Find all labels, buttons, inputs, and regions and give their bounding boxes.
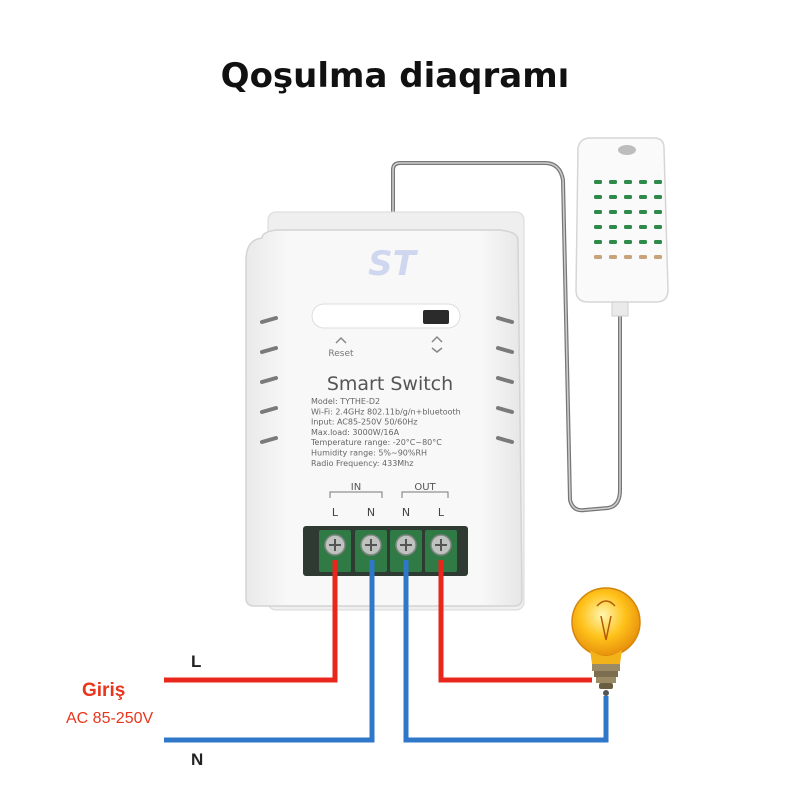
vent-slot xyxy=(260,346,278,354)
sensor-vent-hole xyxy=(654,255,662,259)
screw-slot xyxy=(329,539,341,551)
spec-line: Model: TYTHE-D2 xyxy=(311,397,380,406)
sensor-vent-hole xyxy=(639,180,647,184)
screw-slot xyxy=(435,539,447,551)
sensor-vent-hole xyxy=(654,240,662,244)
terminal-group-out: OUT xyxy=(414,482,436,493)
sensor-vent-hole xyxy=(639,195,647,199)
vent-slot xyxy=(496,316,514,324)
sensor-vent-hole xyxy=(639,240,647,244)
device-vent-slots xyxy=(260,316,514,444)
sensor-vent-hole xyxy=(654,195,662,199)
terminal-label: N xyxy=(402,506,410,519)
sensor-vent-hole xyxy=(594,195,602,199)
device-name: Smart Switch xyxy=(327,373,453,395)
line-wire-label: L xyxy=(191,652,202,671)
terminal-label: L xyxy=(438,506,445,519)
sensor-vent-hole xyxy=(639,255,647,259)
light-bulb-icon xyxy=(571,587,641,696)
brand-watermark: ST xyxy=(368,244,418,284)
neutral-wire-output xyxy=(403,560,609,743)
neutral-wire-label: N xyxy=(191,750,204,769)
sensor-vent-hole xyxy=(624,195,632,199)
vent-slot xyxy=(260,376,278,384)
temperature-humidity-sensor xyxy=(575,137,669,317)
vent-slot xyxy=(496,346,514,354)
screw-slot xyxy=(400,539,412,551)
spec-line: Temperature range: -20°C~80°C xyxy=(310,438,442,447)
sensor-vent-hole xyxy=(624,180,632,184)
spec-line: Humidity range: 5%~90%RH xyxy=(311,449,427,458)
sensor-vent-hole xyxy=(624,225,632,229)
wifi-pairing-icon xyxy=(431,335,443,353)
sensor-vent-hole xyxy=(609,180,617,184)
vent-slot xyxy=(496,436,514,444)
line-wire-input xyxy=(164,560,338,683)
sensor-vent-hole xyxy=(609,255,617,259)
sensor-vent-hole xyxy=(624,210,632,214)
terminal-group-in: IN xyxy=(351,482,361,493)
line-wire-output xyxy=(438,560,592,683)
sensor-vent-hole xyxy=(609,240,617,244)
sensor-vent-hole xyxy=(624,240,632,244)
svg-text:Reset: Reset xyxy=(328,349,354,359)
sensor-vent-hole xyxy=(654,210,662,214)
vent-slot xyxy=(260,406,278,414)
page-title: Qoşulma diaqramı xyxy=(220,56,570,96)
sensor-vent-hole xyxy=(654,225,662,229)
sensor-vent-hole xyxy=(624,255,632,259)
spec-line: Radio Frequency: 433Mhz xyxy=(311,459,413,468)
sensor-vent-hole xyxy=(654,180,662,184)
sensor-vent-hole xyxy=(594,255,602,259)
input-title: Giriş xyxy=(82,680,126,701)
sensor-vent-hole xyxy=(609,210,617,214)
terminal-label: N xyxy=(367,506,375,519)
vent-slot xyxy=(260,436,278,444)
sensor-vent-hole xyxy=(609,195,617,199)
neutral-wire-input xyxy=(164,560,375,743)
sensor-vent-hole xyxy=(639,225,647,229)
spec-line: Max.load: 3000W/16A xyxy=(311,428,400,437)
sensor-vent-hole xyxy=(594,225,602,229)
terminal-label: L xyxy=(332,506,339,519)
vent-slot xyxy=(496,406,514,414)
pairing-button[interactable] xyxy=(423,310,449,324)
spec-line: Wi-Fi: 2.4GHz 802.11b/g/n+bluetooth xyxy=(311,407,461,416)
screw-slot xyxy=(365,539,377,551)
input-voltage: AC 85-250V xyxy=(66,710,154,727)
reset-button[interactable]: Reset xyxy=(328,336,354,359)
sensor-vent-hole xyxy=(594,240,602,244)
vent-slot xyxy=(260,316,278,324)
sensor-vent-hole xyxy=(639,210,647,214)
sensor-vent-hole xyxy=(609,225,617,229)
vent-slot xyxy=(496,376,514,384)
sensor-vent-hole xyxy=(594,210,602,214)
sensor-vent-holes xyxy=(594,180,662,259)
spec-line: Input: AC85-250V 50/60Hz xyxy=(311,418,418,427)
sensor-vent-hole xyxy=(594,180,602,184)
